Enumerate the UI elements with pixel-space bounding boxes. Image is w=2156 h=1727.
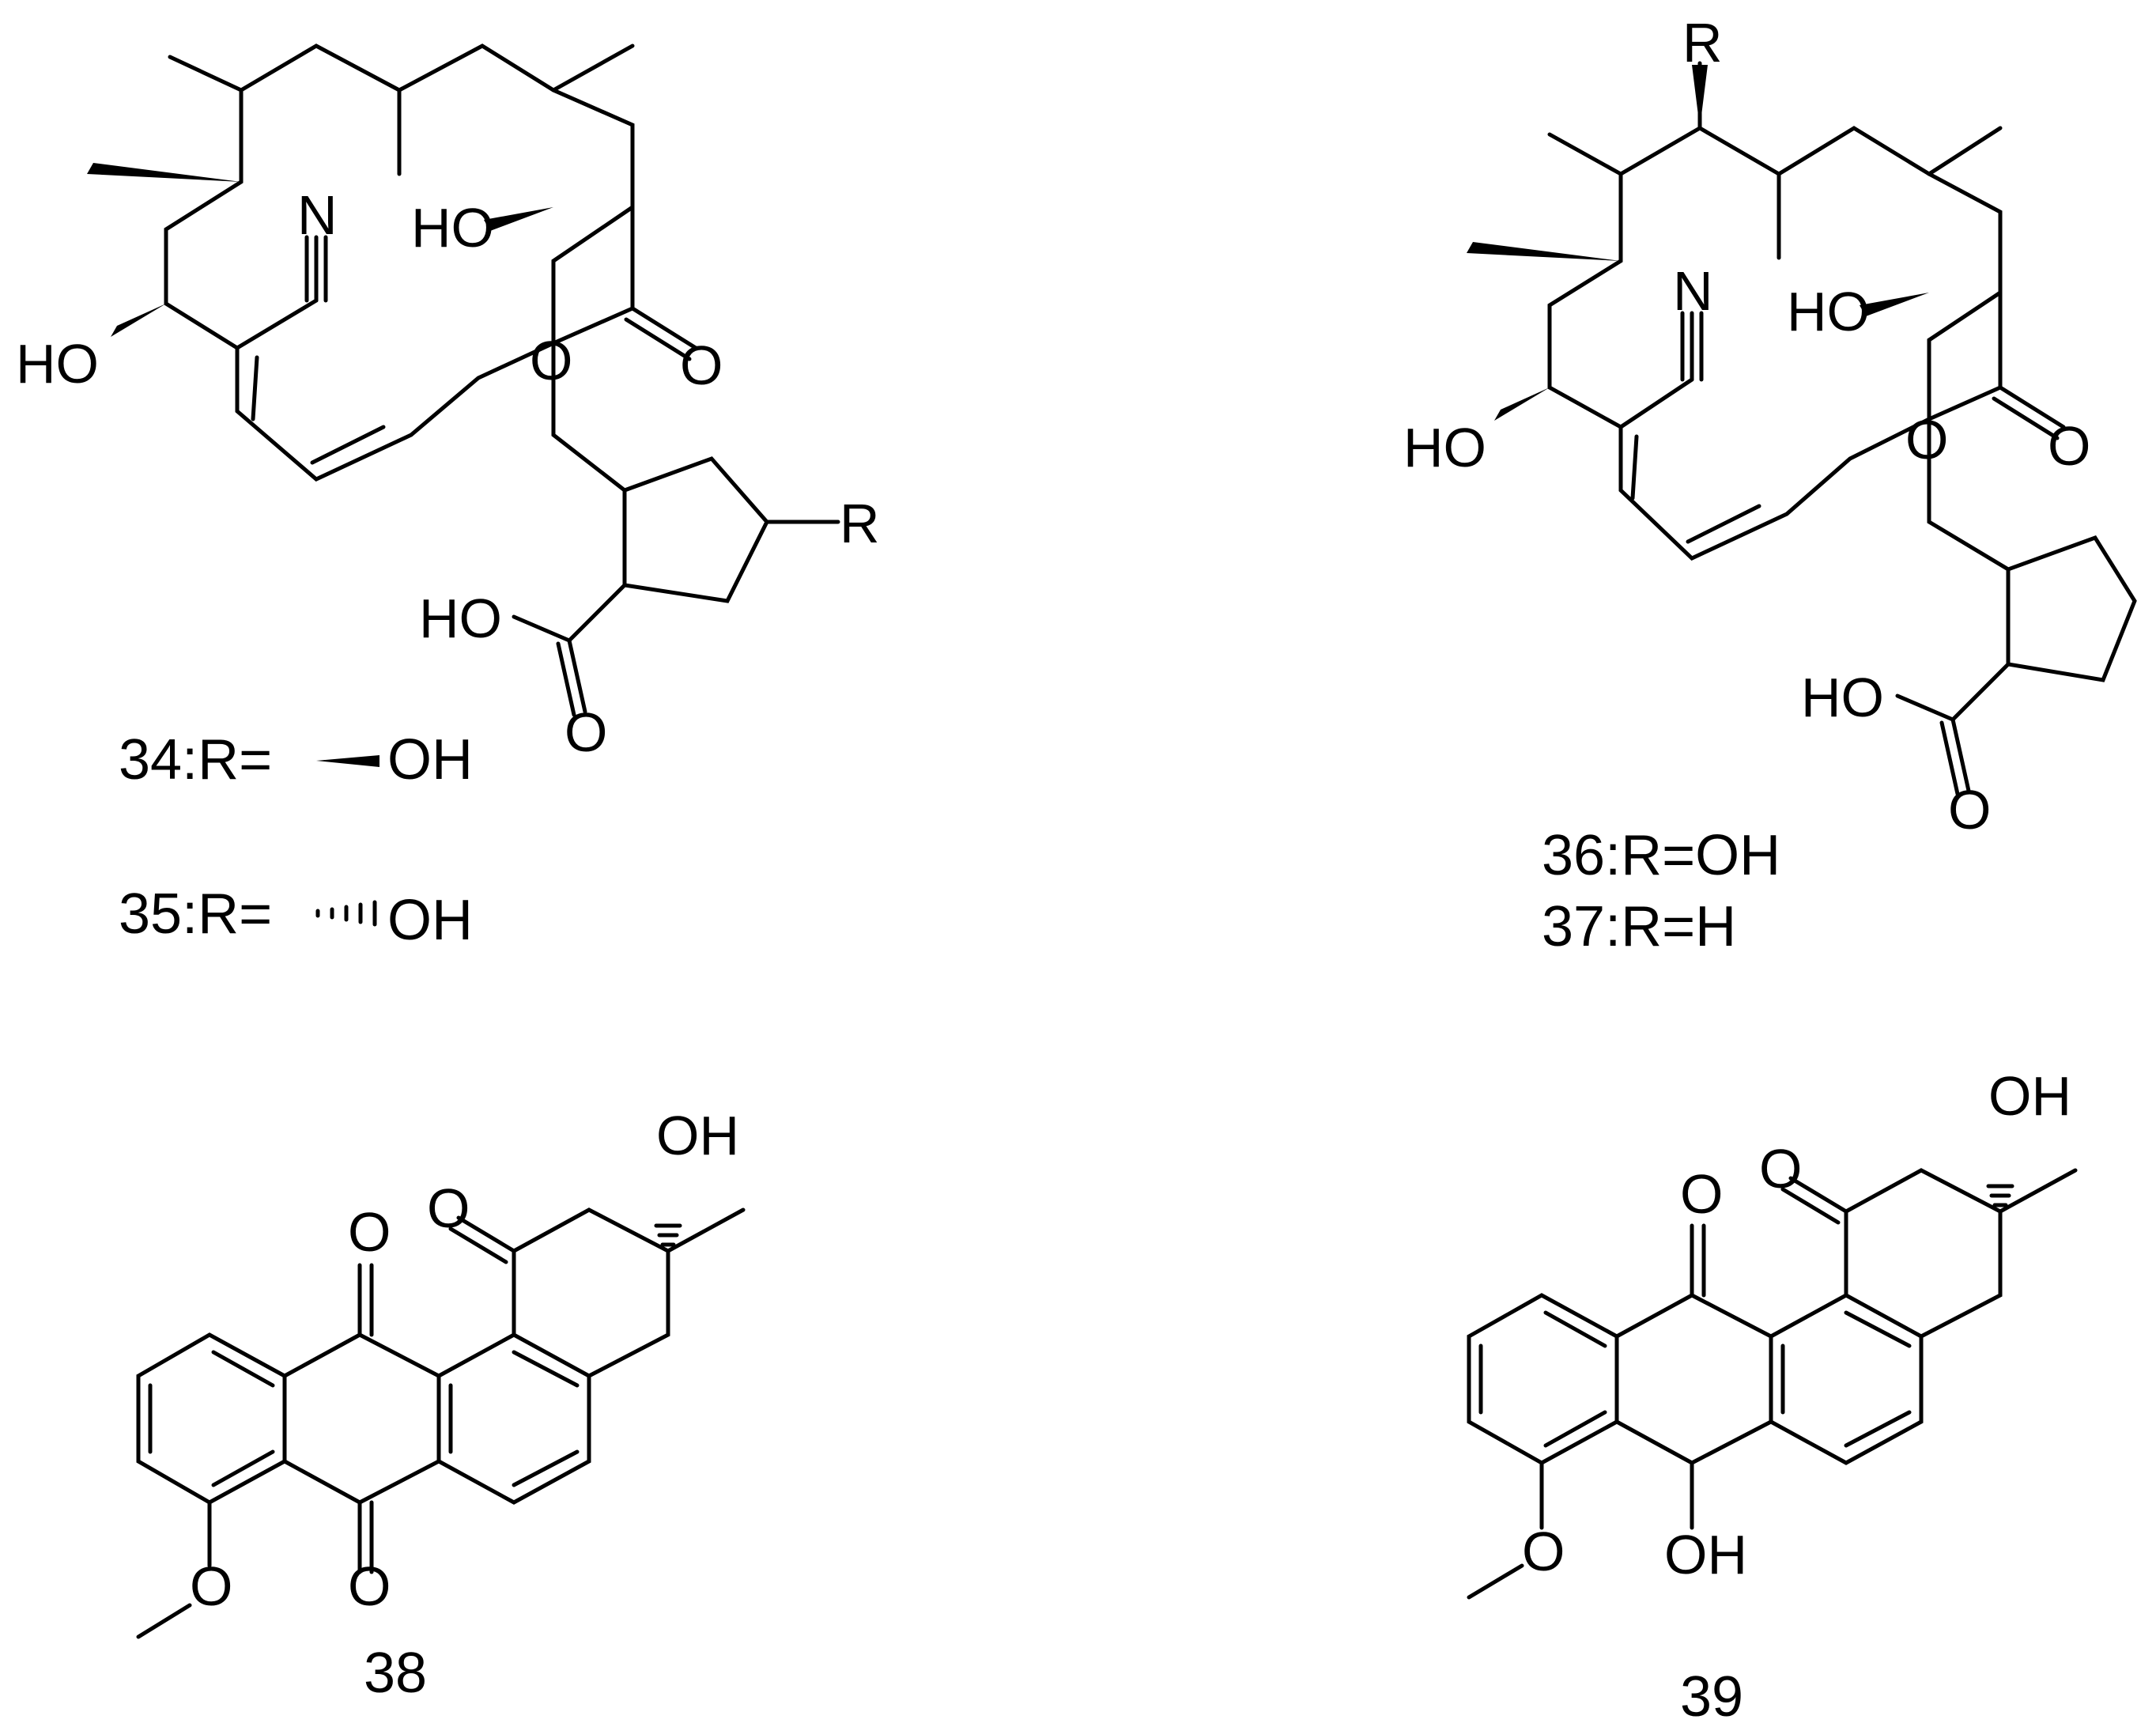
atom-label-o: O (1680, 1163, 1723, 1225)
atom-label-o: O (427, 1177, 470, 1239)
compound-37-label: 37:R=H (1542, 895, 1736, 958)
atom-label-o: O (1905, 409, 1948, 470)
compound-36-37-bonds (1547, 61, 2137, 796)
atom-label-o: O (2048, 415, 2090, 477)
wedge-bond (87, 163, 241, 182)
compound-36-label: 36:R=OH (1542, 824, 1780, 887)
atom-label-oh: OH (1664, 1524, 1747, 1585)
compound-36-37-structure: R N HO HO O O HO O (1403, 12, 2137, 841)
atom-label-o: O (680, 334, 723, 396)
compound-39-bonds (1467, 1168, 2078, 1600)
hash-bond-legend (315, 900, 377, 927)
atom-label-ho: HO (1403, 417, 1486, 478)
wedge-bond (111, 304, 166, 337)
legend-wedge-oh: OH (387, 728, 473, 792)
atom-label-o: O (1948, 779, 1991, 841)
compound-38-bonds (136, 1207, 746, 1639)
atom-label-ho: HO (419, 588, 502, 649)
atom-label-n: N (1673, 260, 1713, 322)
atom-label-oh: OH (1988, 1065, 2071, 1127)
atom-label-o: O (530, 330, 572, 391)
compound-39-label: 39 (1680, 1665, 1743, 1727)
atom-label-o: O (348, 1555, 391, 1617)
compound-39-structure: OH O O OH O (1467, 1065, 2078, 1600)
atom-label-ho: HO (16, 333, 99, 395)
compound-38-structure: OH O O O O (136, 1105, 746, 1639)
wedge-bond-legend (316, 755, 379, 767)
atom-label-o: O (190, 1555, 232, 1617)
hash-bond (1986, 1184, 2014, 1207)
compound-34-35-structure: N HO HO O O R HO O (16, 43, 880, 767)
atom-label-ho: HO (1801, 667, 1884, 728)
legend-hash-oh: OH (387, 889, 473, 952)
atom-label-o: O (564, 701, 607, 763)
wedge-bond (1467, 242, 1621, 261)
atom-label-r: R (840, 493, 880, 554)
wedge-bond (1692, 65, 1708, 128)
compound-34-35-bonds (164, 43, 840, 717)
hash-bond (654, 1223, 682, 1247)
compound-38-label: 38 (364, 1642, 427, 1705)
atom-label-ho: HO (411, 197, 494, 259)
compound-35-label: 35:R= (119, 882, 272, 946)
wedge-bond (1860, 293, 1929, 316)
wedge-bond (484, 207, 553, 231)
compound-34-label: 34:R= (119, 728, 272, 792)
atom-label-o: O (1759, 1138, 1802, 1200)
atom-label-o: O (348, 1201, 391, 1263)
wedge-bond (1494, 387, 1550, 421)
atom-label-n: N (297, 184, 338, 246)
atom-label-o: O (1522, 1521, 1565, 1582)
atom-label-oh: OH (656, 1105, 739, 1166)
atom-label-ho: HO (1787, 281, 1870, 342)
atom-label-r: R (1682, 12, 1723, 74)
